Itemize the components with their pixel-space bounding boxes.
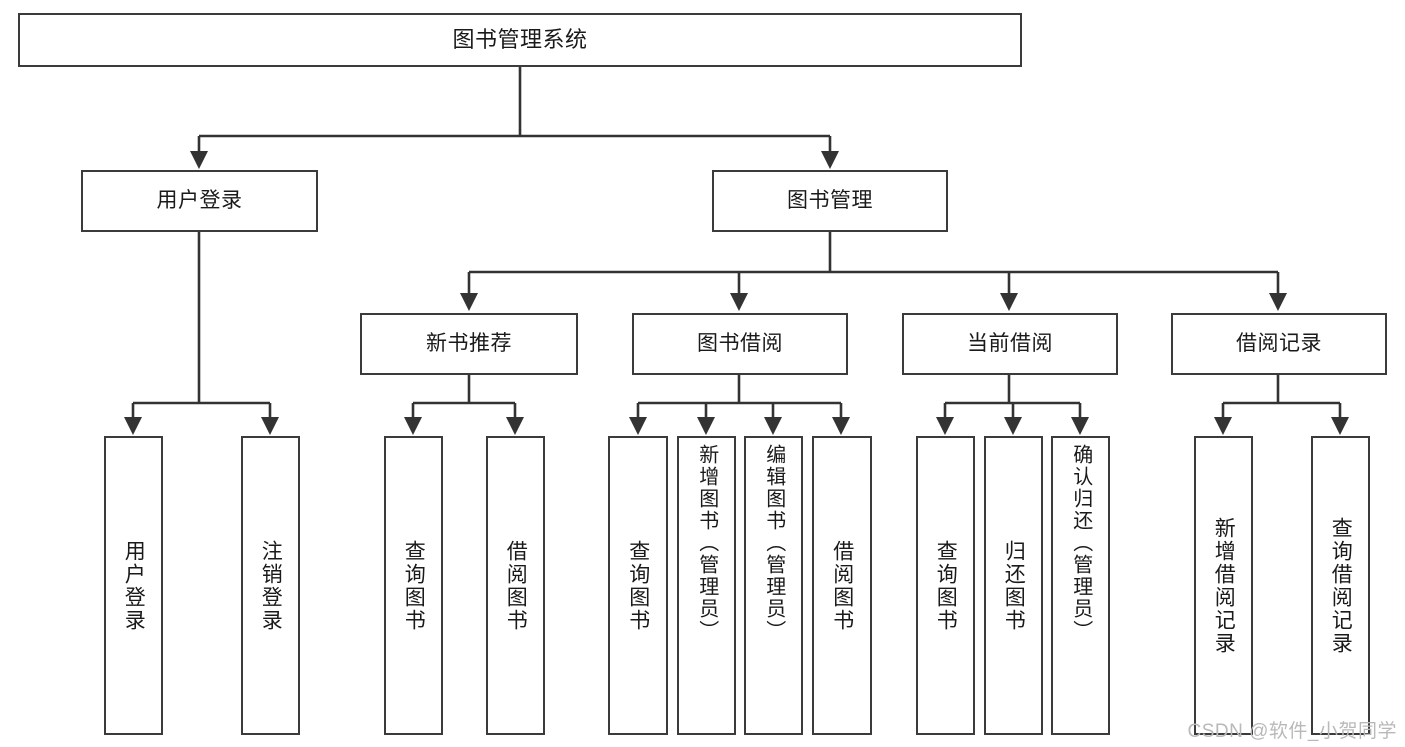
node-user-login-label: 用户登录	[156, 188, 243, 212]
node-user-login[interactable]: 用户登录	[81, 170, 318, 232]
node-leaf-rec-query-book-label: 查询图书	[402, 539, 426, 632]
node-leaf-borrow-query-book-label: 查询图书	[626, 539, 650, 632]
node-leaf-cur-return-book-label: 归还图书	[1002, 539, 1026, 632]
node-current-borrow-label: 当前借阅	[967, 331, 1053, 355]
node-leaf-cur-confirm-return-label: 确认归还（管理员）	[1069, 444, 1092, 642]
node-leaf-rec-query-record[interactable]: 查询借阅记录	[1311, 436, 1370, 735]
node-borrow-record[interactable]: 借阅记录	[1171, 313, 1387, 375]
node-new-book-rec[interactable]: 新书推荐	[360, 313, 578, 375]
node-leaf-user-logout-label: 注销登录	[259, 539, 283, 632]
node-root-label: 图书管理系统	[452, 27, 588, 53]
node-leaf-user-login-label: 用户登录	[122, 539, 146, 632]
node-book-manage[interactable]: 图书管理	[712, 170, 948, 232]
node-leaf-borrow-edit-book[interactable]: 编辑图书（管理员）	[744, 436, 803, 735]
node-leaf-borrow-add-book-label: 新增图书（管理员）	[695, 444, 718, 642]
node-leaf-cur-return-book[interactable]: 归还图书	[984, 436, 1043, 735]
node-book-borrow-label: 图书借阅	[697, 331, 783, 355]
node-root[interactable]: 图书管理系统	[18, 13, 1022, 67]
node-book-borrow[interactable]: 图书借阅	[632, 313, 848, 375]
node-leaf-borrow-query-book[interactable]: 查询图书	[608, 436, 668, 735]
node-leaf-cur-query-book-label: 查询图书	[934, 539, 958, 632]
node-leaf-user-login[interactable]: 用户登录	[104, 436, 163, 735]
node-leaf-user-logout[interactable]: 注销登录	[241, 436, 300, 735]
node-leaf-cur-confirm-return[interactable]: 确认归还（管理员）	[1051, 436, 1110, 735]
node-book-manage-label: 图书管理	[787, 188, 873, 212]
node-leaf-rec-add-record-label: 新增借阅记录	[1212, 516, 1236, 655]
watermark-label: CSDN @软件_小贺同学	[1187, 721, 1397, 742]
node-borrow-record-label: 借阅记录	[1236, 331, 1322, 355]
node-new-book-rec-label: 新书推荐	[426, 331, 512, 355]
node-leaf-borrow-edit-book-label: 编辑图书（管理员）	[762, 444, 785, 642]
node-leaf-cur-query-book[interactable]: 查询图书	[916, 436, 975, 735]
node-leaf-rec-borrow-book-label: 借阅图书	[504, 539, 528, 632]
node-leaf-borrow-borrow-book-label: 借阅图书	[830, 539, 854, 632]
node-current-borrow[interactable]: 当前借阅	[902, 313, 1118, 375]
node-leaf-rec-query-book[interactable]: 查询图书	[384, 436, 443, 735]
node-leaf-borrow-borrow-book[interactable]: 借阅图书	[812, 436, 872, 735]
node-leaf-rec-query-record-label: 查询借阅记录	[1329, 516, 1353, 655]
node-leaf-borrow-add-book[interactable]: 新增图书（管理员）	[677, 436, 736, 735]
node-leaf-rec-borrow-book[interactable]: 借阅图书	[486, 436, 545, 735]
node-leaf-rec-add-record[interactable]: 新增借阅记录	[1194, 436, 1253, 735]
